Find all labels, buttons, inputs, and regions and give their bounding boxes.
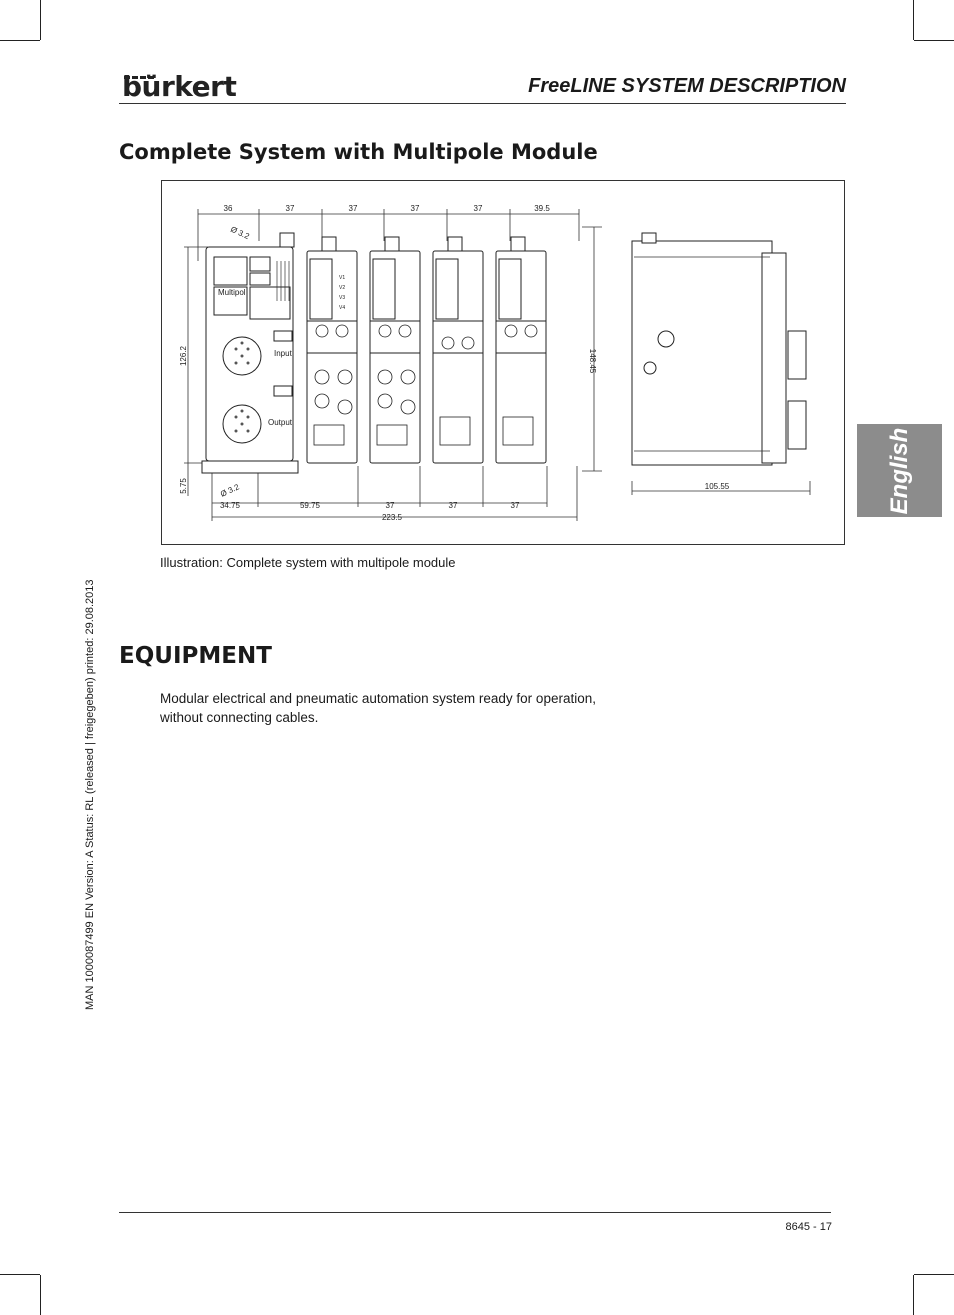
output-label: Output bbox=[268, 418, 293, 427]
dim-label: 126.2 bbox=[179, 345, 188, 366]
hole-label: Ø 3.2 bbox=[229, 225, 251, 242]
crop-mark bbox=[40, 1275, 41, 1315]
language-tab: English bbox=[857, 424, 942, 517]
dim-label: 39.5 bbox=[534, 204, 550, 213]
language-tab-label: English bbox=[885, 427, 913, 514]
footer-rule bbox=[119, 1212, 831, 1213]
document-metadata: MAN 1000087499 EN Version: A Status: RL … bbox=[84, 579, 96, 1010]
crop-mark bbox=[0, 40, 40, 41]
dim-label: 59.75 bbox=[300, 501, 321, 510]
dim-label: 37 bbox=[286, 204, 295, 213]
dim-label: 37 bbox=[511, 501, 520, 510]
figure-caption: Illustration: Complete system with multi… bbox=[160, 555, 456, 570]
crop-mark bbox=[914, 40, 954, 41]
dim-label: 36 bbox=[224, 204, 233, 213]
valve-label: V1 bbox=[339, 275, 345, 281]
dim-label: 37 bbox=[349, 204, 358, 213]
dim-label: 37 bbox=[449, 501, 458, 510]
dim-label: 148.45 bbox=[588, 349, 597, 374]
valve-label: V2 bbox=[339, 285, 345, 291]
dim-label: 105.55 bbox=[705, 482, 730, 491]
crop-mark bbox=[913, 1275, 914, 1315]
logo-bars bbox=[124, 66, 156, 84]
dim-label: 5.75 bbox=[179, 478, 188, 494]
system-drawing: Multipol Input Output bbox=[179, 204, 811, 522]
crop-mark bbox=[914, 1274, 954, 1275]
document-title: FreeLINE SYSTEM DESCRIPTION bbox=[528, 75, 846, 97]
logo-text: bürkert bbox=[122, 70, 237, 103]
dim-label: 37 bbox=[386, 501, 395, 510]
crop-mark bbox=[40, 0, 41, 40]
section-heading: EQUIPMENT bbox=[119, 643, 272, 669]
hole-label: Ø 3.2 bbox=[219, 482, 241, 499]
dim-label: 34.75 bbox=[220, 501, 241, 510]
dim-label: 37 bbox=[474, 204, 483, 213]
input-label: Input bbox=[274, 349, 293, 358]
crop-mark bbox=[0, 1274, 40, 1275]
dim-label: 223.5 bbox=[382, 513, 403, 522]
valve-label: V3 bbox=[339, 295, 345, 301]
header-rule bbox=[119, 103, 846, 104]
page-number: 8645 - 17 bbox=[785, 1221, 832, 1233]
valve-label: V4 bbox=[339, 305, 345, 311]
multipole-label: Multipol bbox=[218, 288, 246, 297]
body-paragraph: Modular electrical and pneumatic automat… bbox=[160, 691, 596, 725]
burkert-logo: bürkert bbox=[122, 66, 237, 104]
section-heading: Complete System with Multipole Module bbox=[119, 140, 598, 164]
dim-label: 37 bbox=[411, 204, 420, 213]
figure-frame: Multipol Input Output bbox=[161, 180, 845, 545]
crop-mark bbox=[913, 0, 914, 40]
